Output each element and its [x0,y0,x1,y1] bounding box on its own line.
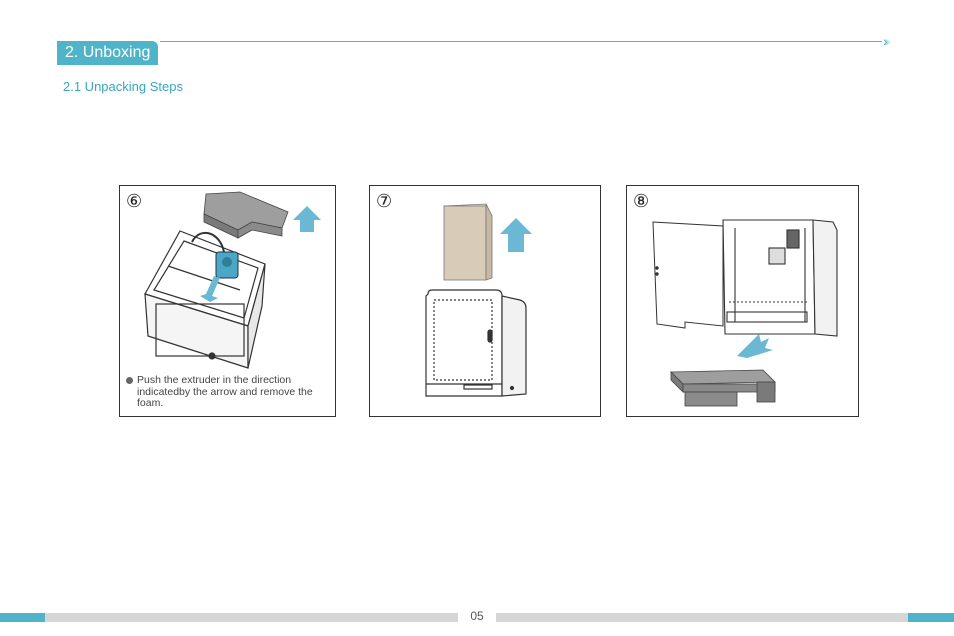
page-number: 05 [470,609,484,623]
note-text: Push the extruder in the direction indic… [137,374,313,409]
chevron-right-icon: ››› [883,33,891,49]
footer-accent-right [908,613,954,622]
footer-accent-left [0,613,45,622]
push-arrow-icon [200,276,220,302]
printer-door-icon [652,221,724,329]
header-rule [160,41,882,42]
bullet-icon [126,377,133,384]
foam-block-icon [203,191,289,239]
step-8-illustration [652,219,838,407]
cardboard-box-icon [443,203,493,281]
step-7-panel: ⑦ [369,185,601,417]
step-8-panel: ⑧ [626,185,859,417]
step-6-note: Push the extruder in the direction indic… [126,374,326,410]
step-number: ⑧ [633,191,650,211]
pull-arrow-icon [737,334,773,358]
up-arrow-icon [293,206,321,232]
step-7-illustration [425,203,532,397]
step-number: ⑥ [126,191,143,211]
step-6-panel: ⑥ Push the extruder in the direction ind… [119,185,336,417]
step-6-illustration [144,191,321,369]
foam-block-icon [670,369,776,407]
printer-icon [144,230,266,369]
printer-icon [722,219,838,337]
footer-bar-left [45,613,458,622]
subsection-title: 2.1 Unpacking Steps [63,79,183,94]
up-arrow-icon [500,218,532,252]
footer-bar-right [496,613,908,622]
printer-icon [425,289,527,397]
step-number: ⑦ [376,191,393,211]
section-title: 2. Unboxing [57,41,159,65]
extruder-icon [191,231,239,279]
